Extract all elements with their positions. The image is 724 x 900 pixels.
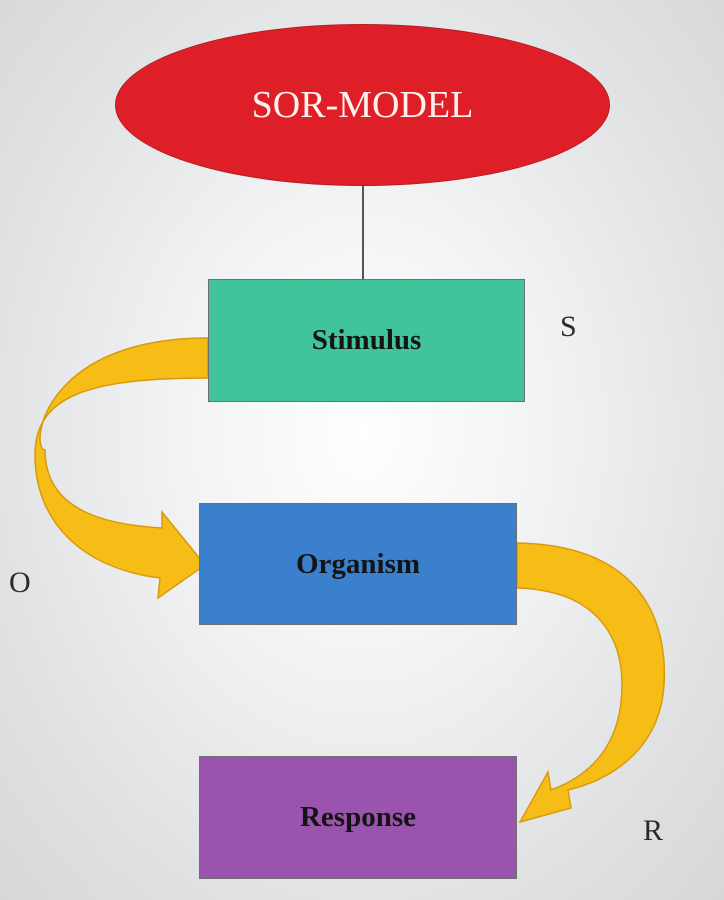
r-side-label: R [643, 814, 664, 847]
organism-box: Organism [199, 503, 517, 625]
response-box: Response [199, 756, 517, 879]
arrow-stimulus-to-organism [34, 337, 209, 600]
response-label: Response [299, 801, 416, 833]
s-side-label: S [560, 310, 577, 343]
o-side-label: O [9, 566, 31, 599]
stimulus-label: Stimulus [311, 324, 422, 356]
diagram-title: SOR-MODEL [251, 84, 474, 126]
arrow-organism-to-response [516, 542, 666, 824]
organism-label: Organism [295, 547, 421, 580]
stimulus-box: Stimulus [208, 279, 525, 402]
title-ellipse: SOR-MODEL [115, 24, 610, 186]
